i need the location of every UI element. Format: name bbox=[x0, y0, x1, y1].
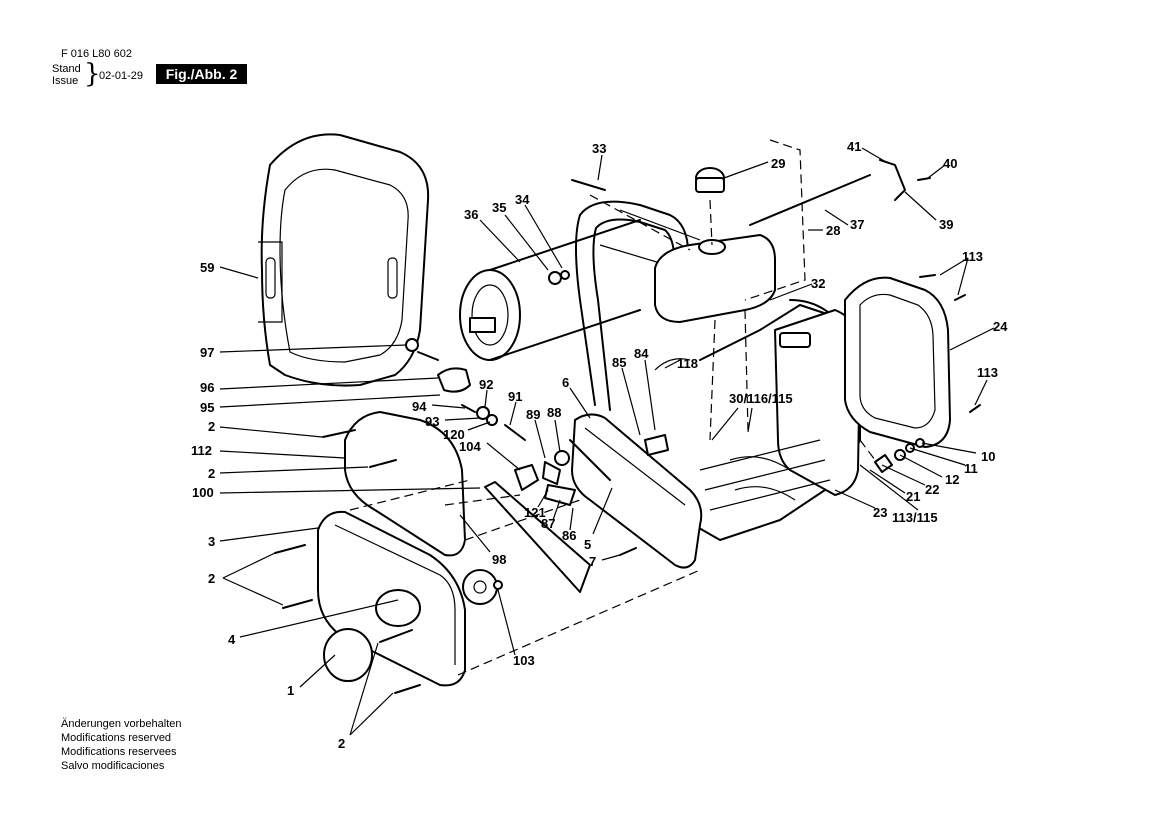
callout-label: 40 bbox=[943, 156, 957, 171]
callout-label: 4 bbox=[228, 632, 236, 647]
callout-label: 88 bbox=[547, 405, 561, 420]
grass-box bbox=[258, 133, 430, 387]
fuel-tank bbox=[654, 167, 776, 323]
callout-label: 32 bbox=[811, 276, 825, 291]
callout-label: 33 bbox=[592, 141, 606, 156]
callout-label: 2 bbox=[338, 736, 345, 751]
issue-date: 02-01-29 bbox=[99, 70, 144, 82]
callout-label: 103 bbox=[513, 653, 535, 668]
callout-label: 98 bbox=[492, 552, 506, 567]
callout-label: 94 bbox=[412, 399, 427, 414]
callout-label: 28 bbox=[826, 223, 840, 238]
side-plates bbox=[317, 411, 498, 687]
callout-label: 5 bbox=[584, 537, 591, 552]
callout-label: 36 bbox=[464, 207, 478, 222]
callout-label: 87 bbox=[541, 516, 555, 531]
issue-label: Issue bbox=[52, 75, 79, 87]
callout-label: 104 bbox=[459, 439, 481, 454]
callout-label: 41 bbox=[847, 139, 861, 154]
callout-label: 118 bbox=[677, 356, 698, 371]
modifications-notice: Änderungen vorbehalten Modifications res… bbox=[61, 717, 181, 773]
front-plate bbox=[484, 413, 703, 593]
callout-label: 2 bbox=[208, 419, 215, 434]
callout-label: 24 bbox=[993, 319, 1008, 334]
callout-label: 23 bbox=[873, 505, 887, 520]
callout-label: 92 bbox=[479, 377, 493, 392]
callout-label: 112 bbox=[191, 443, 212, 458]
callout-label: 120 bbox=[443, 427, 465, 442]
footer-line: Modifications reservees bbox=[61, 746, 177, 758]
callout-label: 96 bbox=[200, 380, 214, 395]
callout-label: 3 bbox=[208, 534, 215, 549]
rear-roller bbox=[459, 219, 641, 361]
callout-label: 113/115 bbox=[892, 510, 938, 525]
footer-line: Änderungen vorbehalten bbox=[61, 718, 182, 730]
callout-labels: 33 29 41 40 36 35 34 37 39 28 59 113 32 … bbox=[191, 139, 1008, 751]
callout-label: 37 bbox=[850, 217, 864, 232]
callout-label: 35 bbox=[492, 200, 506, 215]
assembly-lines bbox=[349, 139, 876, 676]
callout-label: 93 bbox=[425, 414, 439, 429]
callout-label: 10 bbox=[981, 449, 995, 464]
callout-label: 39 bbox=[939, 217, 953, 232]
callout-label: 95 bbox=[200, 400, 214, 415]
callout-label: 97 bbox=[200, 345, 214, 360]
callout-label: 7 bbox=[589, 554, 596, 569]
callout-label: 22 bbox=[925, 482, 939, 497]
figure-label: Fig./Abb. 2 bbox=[156, 64, 247, 84]
callout-label: 2 bbox=[208, 571, 215, 586]
callout-label: 113 bbox=[962, 249, 983, 264]
callout-label: 85 bbox=[612, 355, 626, 370]
callout-label: 86 bbox=[562, 528, 576, 543]
callout-label: 30/116/115 bbox=[729, 391, 793, 406]
part-number: F 016 L80 602 bbox=[61, 48, 132, 60]
callout-label: 113 bbox=[977, 365, 998, 380]
right-side-cover bbox=[844, 276, 951, 448]
stand-label: Stand bbox=[52, 63, 81, 75]
footer-line: Salvo modificaciones bbox=[61, 760, 165, 772]
callout-label: 12 bbox=[945, 472, 959, 487]
callout-label: 21 bbox=[906, 489, 920, 504]
callout-label: 89 bbox=[526, 407, 540, 422]
callout-label: 34 bbox=[515, 192, 530, 207]
callout-label: 1 bbox=[287, 683, 294, 698]
callout-label: 29 bbox=[771, 156, 785, 171]
footer-line: Modifications reserved bbox=[61, 732, 172, 744]
leader-lines bbox=[219, 147, 995, 736]
callout-label: 91 bbox=[508, 389, 522, 404]
brace-symbol: } bbox=[84, 59, 101, 89]
callout-label: 11 bbox=[964, 461, 978, 476]
callout-label: 84 bbox=[634, 346, 649, 361]
callout-label: 6 bbox=[562, 375, 569, 390]
callout-label: 2 bbox=[208, 466, 215, 481]
handle-frame bbox=[575, 200, 701, 411]
callout-label: 59 bbox=[200, 260, 214, 275]
callout-label: 100 bbox=[192, 485, 214, 500]
callout-label: 121 bbox=[524, 505, 546, 520]
